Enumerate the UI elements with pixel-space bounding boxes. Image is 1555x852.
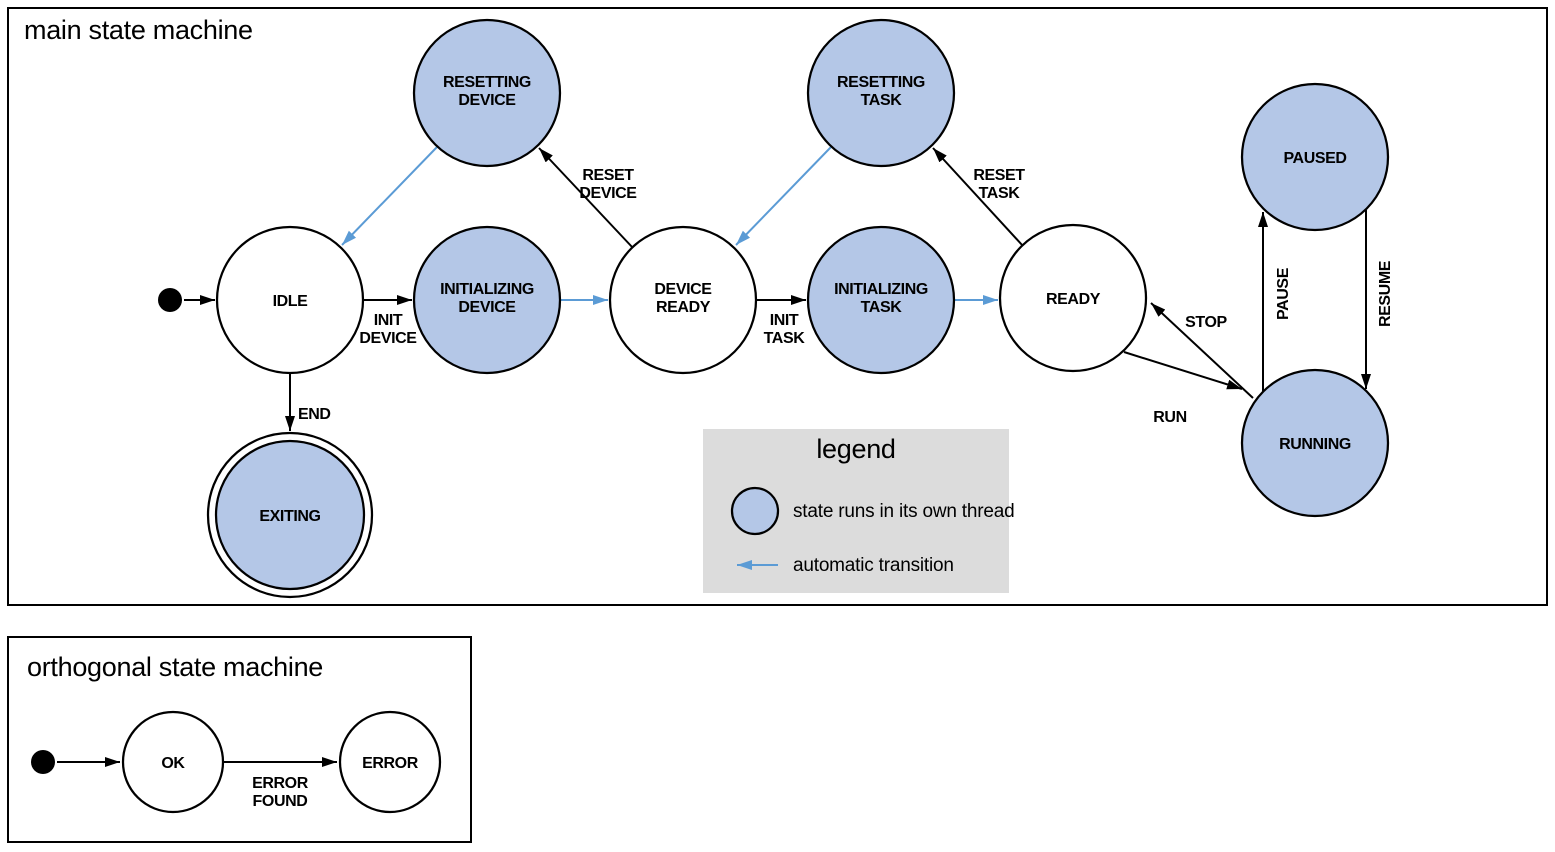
state-exiting-inner-circle	[214, 439, 366, 591]
state-resetting-task-label-line2: TASK	[861, 92, 903, 109]
state-running: RUNNING	[1240, 368, 1390, 518]
state-running-circle	[1240, 368, 1390, 518]
transition-init-task-label-line2: TASK	[764, 330, 806, 347]
transition-reset-device-label-line1: RESET	[582, 167, 634, 184]
legend-threaded-state-swatch-icon	[730, 486, 780, 536]
transition-run-label: RUN	[1153, 409, 1186, 426]
legend-automatic-transition-label: automatic transition	[793, 555, 954, 576]
transition-error-found-label-line1: ERROR	[252, 775, 309, 792]
state-ok-circle	[121, 710, 225, 814]
transition-init-task-label-line1: INIT	[770, 312, 799, 329]
transition-stop-arrow	[1150, 302, 1254, 399]
state-idle-circle	[215, 225, 365, 375]
state-running-label: RUNNING	[1279, 436, 1351, 453]
state-resetting-task-circle	[806, 18, 956, 168]
transition-reset-task-arrow	[932, 147, 1024, 247]
state-initializing-task-label-line1: INITIALIZING	[834, 281, 928, 298]
transition-run-arrow	[1123, 351, 1243, 390]
legend: legend state runs in its own thread auto…	[703, 429, 1015, 593]
orthogonal-panel-title: orthogonal state machine	[27, 652, 323, 682]
main-panel-border	[7, 7, 1548, 606]
state-initializing-task-circle	[806, 225, 956, 375]
orthogonal-initial-state-dot	[31, 750, 55, 774]
transition-auto-resetdevice-to-idle-arrow	[341, 146, 438, 246]
state-device-ready-label-line2: READY	[656, 299, 711, 316]
state-initializing-task-label-line2: TASK	[861, 299, 903, 316]
legend-threaded-state-label: state runs in its own thread	[793, 501, 1014, 522]
transition-init-device-label-line1: INIT	[374, 312, 403, 329]
state-ready: READY	[998, 223, 1148, 373]
transition-resume-label: RESUME	[1377, 260, 1394, 327]
state-ok: OK	[121, 710, 225, 814]
state-ok-label: OK	[161, 755, 185, 772]
state-paused-circle	[1240, 82, 1390, 232]
state-initializing-device-circle	[412, 225, 562, 375]
orthogonal-state-machine-panel: orthogonal state machine ERROR FOUND OK …	[7, 636, 472, 843]
state-error-circle	[338, 710, 442, 814]
state-device-ready-circle	[608, 225, 758, 375]
transition-end-label: END	[298, 406, 331, 423]
state-resetting-device-circle	[412, 18, 562, 168]
transition-reset-task-label-line1: RESET	[973, 167, 1025, 184]
state-resetting-device-label-line2: DEVICE	[458, 92, 516, 109]
state-exiting-final: EXITING	[206, 431, 374, 599]
state-idle-label: IDLE	[273, 293, 309, 310]
state-ready-label: READY	[1046, 291, 1101, 308]
state-resetting-task: RESETTING TASK	[806, 18, 956, 168]
transition-init-device-label-line2: DEVICE	[359, 330, 417, 347]
state-paused: PAUSED	[1240, 82, 1390, 232]
state-initializing-device-label-line1: INITIALIZING	[440, 281, 534, 298]
transition-auto-resettask-to-deviceready-arrow	[735, 146, 832, 246]
orthogonal-panel-border	[7, 636, 472, 843]
transition-reset-device-arrow	[538, 147, 634, 249]
state-exiting-label: EXITING	[259, 508, 320, 525]
state-idle: IDLE	[215, 225, 365, 375]
transition-pause-label: PAUSE	[1275, 267, 1292, 320]
transition-reset-task-label-line2: TASK	[979, 185, 1021, 202]
legend-title: legend	[816, 434, 895, 464]
state-device-ready: DEVICE READY	[608, 225, 758, 375]
state-device-ready-label-line1: DEVICE	[654, 281, 712, 298]
main-state-machine-panel: main state machine INIT DEVICE RESET DEV…	[7, 7, 1548, 606]
state-initializing-device-label-line2: DEVICE	[458, 299, 516, 316]
state-ready-circle	[998, 223, 1148, 373]
transition-error-found-label-line2: FOUND	[253, 793, 308, 810]
state-error: ERROR	[338, 710, 442, 814]
state-resetting-task-label-line1: RESETTING	[837, 74, 925, 91]
transition-stop-label: STOP	[1185, 314, 1227, 331]
transition-reset-device-label-line2: DEVICE	[579, 185, 637, 202]
main-panel-title: main state machine	[24, 15, 253, 45]
state-error-label: ERROR	[362, 755, 419, 772]
state-resetting-device-label-line1: RESETTING	[443, 74, 531, 91]
state-resetting-device: RESETTING DEVICE	[412, 18, 562, 168]
state-initializing-device: INITIALIZING DEVICE	[412, 225, 562, 375]
initial-state-dot	[158, 288, 182, 312]
state-paused-label: PAUSED	[1283, 150, 1346, 167]
state-initializing-task: INITIALIZING TASK	[806, 225, 956, 375]
